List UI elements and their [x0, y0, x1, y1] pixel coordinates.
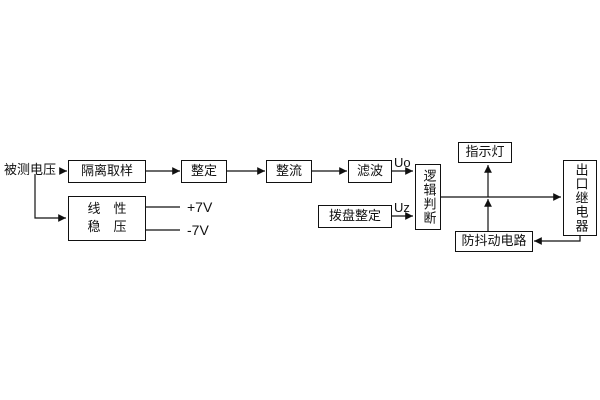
linear-regulator-line2: 稳 压 [87, 219, 127, 234]
plus-7v-label: +7V [187, 199, 213, 215]
anti-jitter-circuit-box: 防抖动电路 [455, 231, 533, 252]
uo-signal-label: Uo [394, 155, 411, 170]
minus-7v-label: -7V [187, 222, 209, 238]
dial-setting-box: 拨盘整定 [318, 205, 392, 228]
linear-regulator-line1: 线 性 [87, 201, 127, 217]
uz-signal-label: Uz [394, 200, 410, 215]
isolation-sampling-box: 隔离取样 [68, 160, 146, 183]
filter-box: 滤波 [348, 160, 392, 183]
output-relay-box: 出口继电器 [563, 160, 597, 236]
indicator-light-box: 指示灯 [458, 142, 512, 163]
input-voltage-label: 被测电压 [4, 162, 57, 177]
rectifier-box: 整流 [266, 160, 312, 183]
linear-regulator-box: 线 性 稳 压 [68, 196, 146, 241]
setting-box: 整定 [181, 160, 227, 183]
logic-judgment-box: 逻辑判断 [415, 164, 441, 230]
